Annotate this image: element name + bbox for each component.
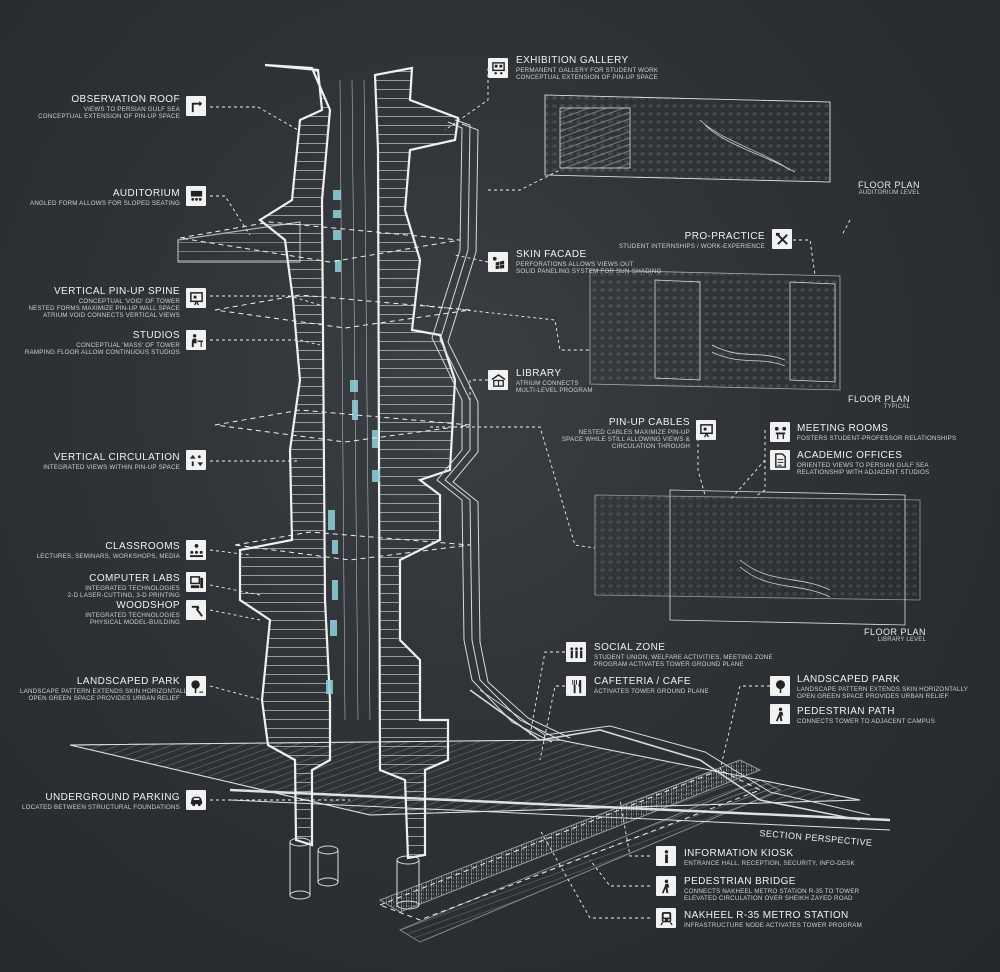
floor-plan-library [594,489,921,626]
label-library: LIBRARY ATRIUM CONNECTS MULTI-LEVEL PROG… [516,368,593,394]
gallery-icon [488,58,508,78]
tools-icon [772,229,792,249]
elevator-icon [186,450,206,470]
pin-up-board-icon [696,420,716,440]
hammer-icon [186,600,206,620]
floor-plan-auditorium [544,94,831,183]
solar-panel-icon [488,252,508,272]
label-cafeteria: CAFETERIA / CAFE ACTIVATES TOWER GROUND … [594,676,709,695]
leader-lines [209,68,851,919]
spine-cables [339,79,371,721]
classroom-icon [186,540,206,560]
observation-roof-icon [186,96,206,116]
pin-up-board-icon [186,288,206,308]
label-studios: STUDIOS CONCEPTUAL 'MASS' OF TOWER RAMPI… [24,330,180,356]
label-pro-practice: PRO-PRACTICE STUDENT INTERNSHIPS / WORK-… [618,231,765,250]
label-social-zone: SOCIAL ZONE STUDENT UNION, WELFARE ACTIV… [594,642,773,668]
label-observation-roof: OBSERVATION ROOF VIEWS TO PERSIAN GULF S… [38,94,180,120]
label-landscaped-park-left: LANDSCAPED PARK LANDSCAPE PATTERN EXTEND… [20,676,192,702]
document-icon [770,450,790,470]
fork-knife-icon [566,676,586,696]
auditorium-icon [186,186,206,206]
label-pin-up-cables: PIN-UP CABLES NESTED CABLES MAXIMIZE PIN… [561,417,690,450]
label-auditorium: AUDITORIUM ANGLED FORM ALLOWS FOR SLOPED… [30,188,180,207]
walker-icon [770,704,790,724]
plan-label-library: FLOOR PLAN LIBRARY LEVEL [863,627,926,643]
label-pedestrian-bridge: PEDESTRIAN BRIDGE CONNECTS NAKHEEL METRO… [684,876,860,902]
label-pedestrian-path: PEDESTRIAN PATH CONNECTS TOWER TO ADJACE… [797,706,936,725]
library-icon [488,370,508,390]
label-classrooms: CLASSROOMS LECTURES, SEMINARS, WORKSHOPS… [36,541,180,560]
label-metro-station: NAKHEEL R-35 METRO STATION INFRASTRUCTUR… [684,910,862,929]
label-vertical-circulation: VERTICAL CIRCULATION INTEGRATED VIEWS WI… [43,452,180,471]
ground-plane [69,739,891,943]
studio-desk-icon [186,330,206,350]
car-icon [186,790,206,810]
foundation-piles [289,837,420,910]
label-woodshop: WOODSHOP INTEGRATED TECHNOLOGIES PHYSICA… [85,600,180,626]
tree-icon [186,676,206,696]
people-icon [566,642,586,662]
label-computer-labs: COMPUTER LABS INTEGRATED TECHNOLOGIES 2-… [67,573,180,599]
tower-right-mass [373,66,460,860]
auditorium-cantilever [177,221,301,263]
label-academic-offices: ACADEMIC OFFICES ORIENTED VIEWS TO PERSI… [797,450,930,476]
floor-plan-typical [589,269,841,391]
train-icon [656,908,676,928]
label-information-kiosk: INFORMATION KIOSK ENTRANCE HALL, RECEPTI… [684,848,855,867]
label-exhibition-gallery: EXHIBITION GALLERY PERMANENT GALLERY FOR… [516,55,659,81]
label-underground-parking: UNDERGROUND PARKING LOCATED BETWEEN STRU… [21,792,180,811]
plan-label-auditorium: FLOOR PLAN AUDITORIUM LEVEL [857,180,920,196]
label-skin-facade: SKIN FACADE PERFORATIONS ALLOWS VIEWS OU… [516,249,662,275]
label-meeting-rooms: MEETING ROOMS FOSTERS STUDENT-PROFESSOR … [797,423,957,442]
plan-label-typical: FLOOR PLAN TYPICAL [847,394,910,410]
label-vertical-pin-up-spine: VERTICAL PIN-UP SPINE CONCEPTUAL 'VOID' … [28,286,180,319]
pin-up-spine-glass [326,190,380,694]
walker-icon [656,876,676,896]
info-icon [656,846,676,866]
section-cut-planes [179,221,762,921]
tree-icon [770,676,790,696]
tower-left-mass [238,63,332,847]
skin-facade-ribbon [431,119,871,821]
label-landscaped-park-right: LANDSCAPED PARK LANDSCAPE PATTERN EXTEND… [797,674,969,700]
meeting-icon [770,422,790,442]
computer-icon [186,572,206,592]
